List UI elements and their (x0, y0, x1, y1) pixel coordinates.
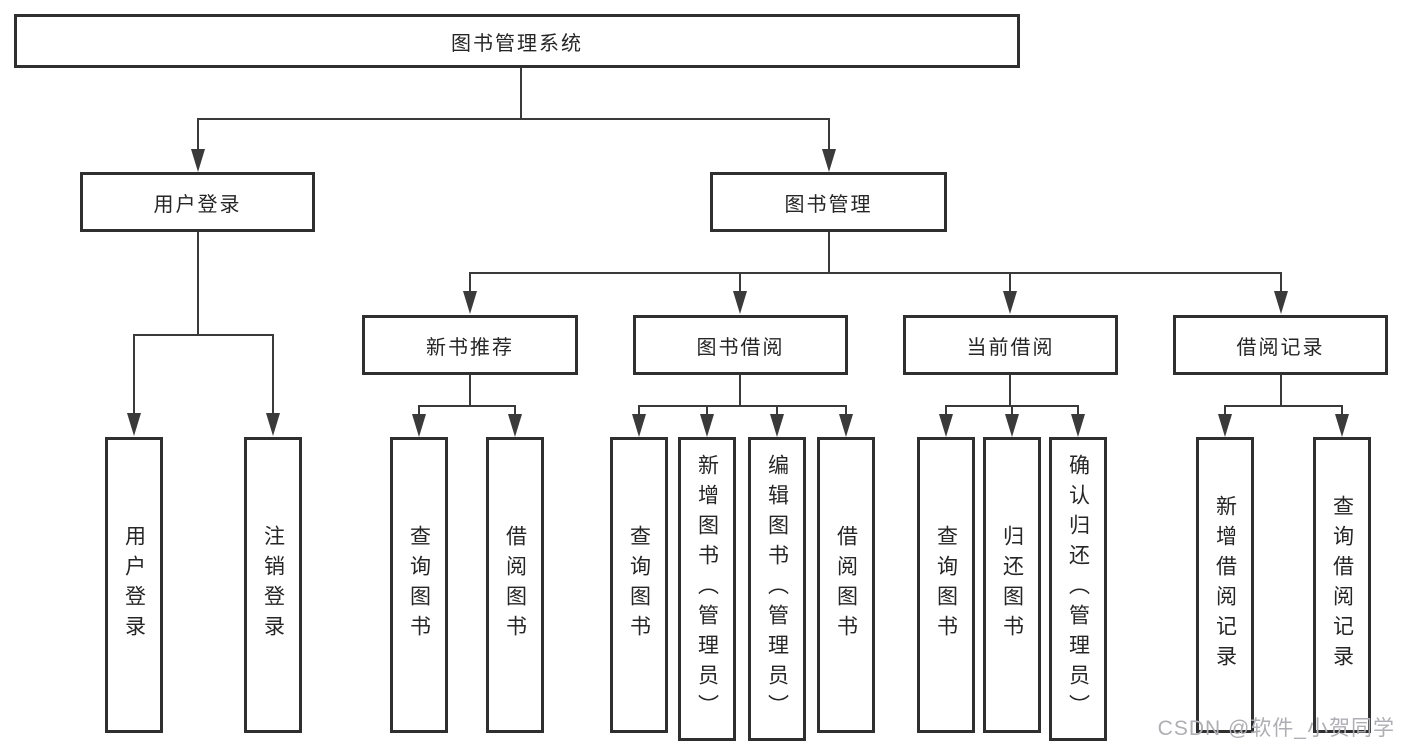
leaf-user-login-label: 用户登录 (122, 525, 146, 645)
node-root-label: 图书管理系统 (451, 32, 583, 55)
connector-drop-leaf (638, 405, 640, 415)
arrow-down-icon (1003, 291, 1017, 314)
watermark: CSDN @软件_小贺同学 (1157, 717, 1395, 740)
arrow-down-icon (770, 414, 784, 437)
leaf-newbooks-query: 查询图书 (390, 437, 448, 733)
connector-drop-leaf (945, 405, 947, 415)
connector-drop-leaf (776, 405, 778, 415)
connector-drop-leaf (1011, 405, 1013, 415)
connector-drop-book-management (828, 118, 830, 150)
connector-drop-level3 (739, 272, 741, 292)
arrow-down-icon (127, 413, 141, 436)
node-book-management: 图书管理 (710, 172, 947, 232)
arrow-down-icon (463, 291, 477, 314)
leaf-records-add-label: 新增借阅记录 (1213, 495, 1237, 675)
node-user-login: 用户登录 (80, 172, 315, 232)
leaf-newbooks-borrow: 借阅图书 (486, 437, 544, 733)
connector-records-stub (1280, 375, 1282, 407)
node-borrow-records: 借阅记录 (1173, 315, 1388, 375)
leaf-newbooks-query-label: 查询图书 (407, 525, 431, 645)
leaf-borrowing-add-admin-label: 新增图书（管理员） (695, 454, 719, 724)
connector-drop-leaf (418, 405, 420, 415)
leaf-user-login: 用户登录 (105, 437, 163, 733)
leaf-logout: 注销登录 (244, 437, 302, 733)
node-user-login-label: 用户登录 (153, 193, 242, 216)
connector-drop-leaf (1341, 405, 1343, 415)
connector-user-login-bar (133, 334, 274, 336)
arrow-down-icon (1274, 291, 1288, 314)
arrow-down-icon (839, 414, 853, 437)
connector-book-management-stub (828, 232, 830, 274)
arrow-down-icon (700, 414, 714, 437)
connector-drop-leaf (1224, 405, 1226, 415)
connector-drop-leaf (272, 334, 274, 414)
leaf-current-confirm-admin-label: 确认归还（管理员） (1066, 454, 1090, 724)
leaf-current-confirm-admin: 确认归还（管理员） (1049, 437, 1107, 741)
connector-drop-level3 (1280, 272, 1282, 292)
arrow-down-icon (508, 414, 522, 437)
connector-new-books-stub (469, 375, 471, 407)
leaf-current-return: 归还图书 (983, 437, 1041, 733)
arrow-down-icon (1218, 414, 1232, 437)
arrow-down-icon (266, 413, 280, 436)
connector-drop-level3 (469, 272, 471, 292)
connector-level3-bar (469, 272, 1282, 274)
leaf-borrowing-edit-admin: 编辑图书（管理员） (748, 437, 806, 741)
leaf-current-return-label: 归还图书 (1000, 525, 1024, 645)
connector-records-bar (1224, 405, 1343, 407)
node-new-books: 新书推荐 (362, 315, 578, 375)
connector-drop-leaf (133, 334, 135, 414)
node-borrowing-label: 图书借阅 (696, 336, 785, 359)
leaf-borrowing-borrow: 借阅图书 (817, 437, 875, 733)
leaf-records-query-label: 查询借阅记录 (1330, 495, 1354, 675)
arrow-down-icon (733, 291, 747, 314)
arrow-down-icon (822, 149, 836, 172)
connector-borrowing-bar (638, 405, 847, 407)
leaf-borrowing-borrow-label: 借阅图书 (834, 525, 858, 645)
arrow-down-icon (1335, 414, 1349, 437)
connector-drop-leaf (845, 405, 847, 415)
connector-drop-leaf (1077, 405, 1079, 415)
node-current-borrow: 当前借阅 (903, 315, 1118, 375)
connector-new-books-bar (418, 405, 516, 407)
arrow-down-icon (412, 414, 426, 437)
arrow-down-icon (1071, 414, 1085, 437)
arrow-down-icon (939, 414, 953, 437)
connector-current-stub (1009, 375, 1011, 407)
leaf-newbooks-borrow-label: 借阅图书 (503, 525, 527, 645)
node-current-borrow-label: 当前借阅 (966, 336, 1055, 359)
connector-drop-leaf (706, 405, 708, 415)
node-borrowing: 图书借阅 (633, 315, 848, 375)
connector-borrowing-stub (739, 375, 741, 407)
leaf-borrowing-query-label: 查询图书 (627, 525, 651, 645)
node-new-books-label: 新书推荐 (426, 336, 514, 359)
leaf-borrowing-add-admin: 新增图书（管理员） (678, 437, 736, 741)
leaf-logout-label: 注销登录 (261, 525, 285, 645)
node-book-management-label: 图书管理 (784, 193, 873, 216)
leaf-borrowing-edit-admin-label: 编辑图书（管理员） (765, 454, 789, 724)
arrow-down-icon (632, 414, 646, 437)
leaf-current-query: 查询图书 (917, 437, 975, 733)
connector-drop-leaf (514, 405, 516, 415)
leaf-records-add: 新增借阅记录 (1196, 437, 1254, 733)
connector-drop-user-login (197, 118, 199, 150)
arrow-down-icon (191, 149, 205, 172)
node-root: 图书管理系统 (14, 14, 1020, 68)
connector-user-login-stub (197, 232, 199, 336)
connector-root-stub (520, 68, 522, 120)
connector-level2-bar (197, 118, 830, 120)
node-borrow-records-label: 借阅记录 (1236, 336, 1325, 359)
connector-drop-level3 (1009, 272, 1011, 292)
leaf-current-query-label: 查询图书 (934, 525, 958, 645)
arrow-down-icon (1005, 414, 1019, 437)
leaf-borrowing-query: 查询图书 (610, 437, 668, 733)
leaf-records-query: 查询借阅记录 (1313, 437, 1371, 733)
